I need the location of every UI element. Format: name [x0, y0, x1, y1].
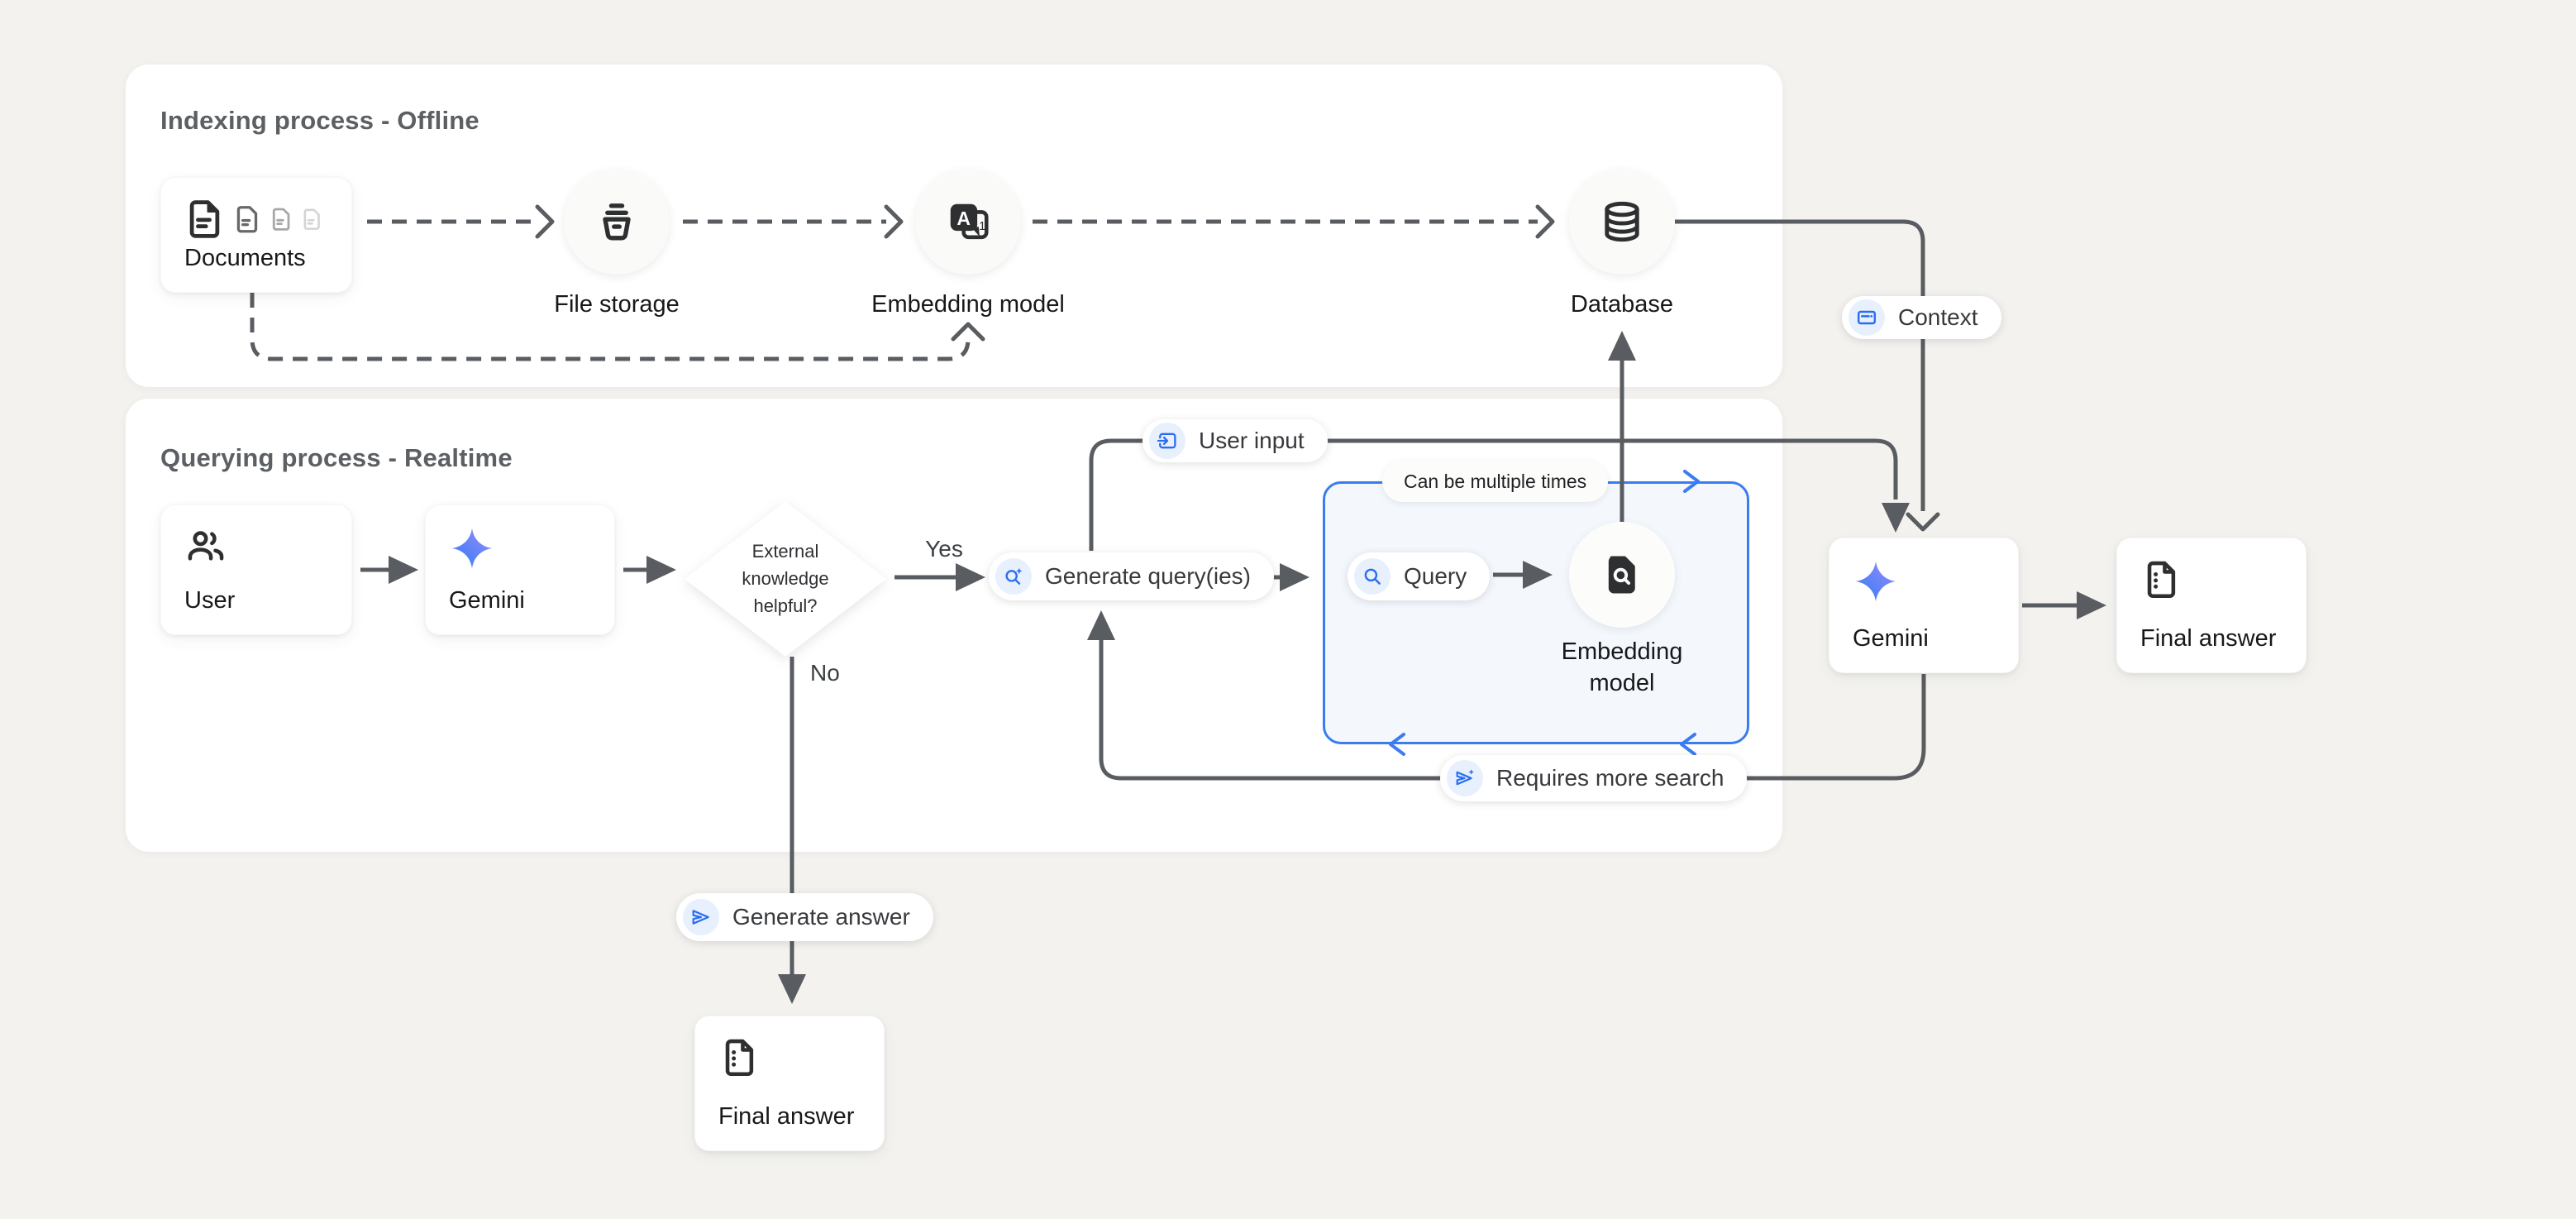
context-pill: Context [1842, 296, 2001, 339]
edge-database-context-gemini [1675, 219, 1925, 511]
can-be-multiple-times-label: Can be multiple times [1404, 470, 1587, 492]
chevron-head-embedding [884, 204, 904, 239]
send-icon [692, 910, 709, 925]
generate-answer-chip [683, 899, 719, 935]
documents-label: Documents [184, 245, 306, 271]
search-sparkle-icon [1005, 567, 1023, 585]
arrowhead-embedding-database [1608, 331, 1636, 361]
arrowhead-yes [956, 563, 985, 591]
file-storage-node [564, 169, 670, 275]
final-answer-bottom-label: Final answer [718, 1103, 855, 1130]
chevron-head-context-to-gemini [1906, 512, 1940, 532]
query-pill: Query [1348, 552, 1491, 600]
database-node [1569, 169, 1675, 275]
embedding-letter-glyph: A [956, 208, 971, 229]
arrowhead-to-loopbox [1280, 563, 1309, 591]
querying-title: Querying process - Realtime [160, 443, 513, 472]
doc-search-icon [1608, 556, 1635, 594]
decision-diamond-shape [685, 501, 886, 657]
can-be-multiple-times-pill: Can be multiple times [1382, 461, 1609, 502]
user-card: User [160, 504, 352, 635]
document-icon [189, 200, 220, 238]
context-pill-label: Context [1898, 304, 1978, 330]
final-answer-doc-icon [2147, 561, 2176, 598]
generate-queries-pill: Generate query(ies) [989, 552, 1275, 600]
arrowhead-query-embedding [1523, 561, 1553, 589]
loopbox-chevron-top-right [1683, 470, 1700, 493]
edge-requires-more-search-loop [1099, 637, 1926, 781]
indexing-title: Indexing process - Offline [160, 106, 479, 135]
query-label: Query [1404, 563, 1467, 589]
gemini-right-label: Gemini [1853, 625, 1929, 652]
file-storage-label: File storage [554, 291, 680, 318]
embedding-model-offline-label: Embedding model [871, 291, 1065, 318]
embedding-model-icon: 0,1 A [950, 203, 989, 240]
loopbox-chevron-bottom-left [1389, 733, 1405, 756]
arrowhead-user-gemini [389, 556, 418, 584]
database-label: Database [1570, 291, 1674, 318]
generate-answer-label: Generate answer [732, 904, 910, 930]
user-input-pill: User input [1143, 419, 1328, 462]
documents-card: Documents [160, 177, 352, 293]
yes-label: Yes [925, 536, 963, 562]
chevron-head-filestorage [535, 204, 555, 239]
embedding-model-offline-node: 0,1 A [915, 169, 1021, 275]
users-icon [188, 531, 224, 561]
generate-answer-pill: Generate answer [676, 893, 933, 941]
edge-userinput-to-gemini [1089, 438, 1898, 551]
user-input-label: User input [1199, 428, 1305, 453]
arrowhead-gemini-finalanswer [2077, 591, 2106, 619]
document-icon [272, 208, 290, 231]
arrowhead-gemini-decision [646, 556, 676, 584]
gemini-right-card: Gemini [1829, 538, 2019, 673]
requires-more-search-pill: Requires more search [1440, 755, 1748, 801]
requires-more-search-label: Requires more search [1496, 765, 1724, 791]
context-chip [1849, 299, 1885, 336]
decision-label: External knowledge helpful? [742, 541, 829, 616]
edge-documents-to-embedding-loop [250, 293, 971, 361]
gemini-left-card: Gemini [425, 504, 615, 635]
arrowhead-loop-generatequery [1087, 610, 1115, 640]
final-answer-bottom-card: Final answer [694, 1016, 885, 1151]
final-answer-doc-icon [725, 1039, 754, 1076]
loopbox-chevron-bottom-right [1680, 733, 1696, 756]
final-answer-right-card: Final answer [2116, 538, 2306, 673]
retrieval-loop-box [1323, 481, 1749, 744]
input-icon [1156, 433, 1176, 449]
arrowhead-userinput-gemini [1882, 503, 1910, 533]
embedding-model-query-node [1569, 522, 1675, 628]
database-icon [1605, 201, 1639, 242]
chevron-head-embedding-loop [951, 322, 985, 342]
document-icon [236, 206, 258, 233]
final-answer-right-label: Final answer [2140, 625, 2277, 652]
requires-more-search-chip [1447, 760, 1483, 796]
context-icon [1857, 310, 1877, 325]
gemini-star-icon [451, 528, 493, 569]
user-label: User [184, 587, 236, 614]
gemini-star-icon [1855, 561, 1896, 602]
user-input-chip [1149, 423, 1185, 459]
chevron-head-database [1535, 204, 1555, 239]
generate-queries-label: Generate query(ies) [1045, 563, 1252, 589]
document-icon [303, 208, 320, 230]
arrowhead-no-finalanswer [778, 974, 806, 1004]
query-chip [1354, 558, 1391, 595]
embedding-model-query-label: Embedding model [1561, 638, 1683, 696]
send-sparkle-icon [1456, 769, 1474, 786]
generate-queries-chip [995, 558, 1032, 595]
bucket-icon [603, 203, 631, 241]
search-icon [1364, 568, 1381, 585]
documents-icon-row [184, 198, 328, 241]
no-label: No [810, 660, 840, 686]
gemini-left-label: Gemini [449, 587, 525, 614]
